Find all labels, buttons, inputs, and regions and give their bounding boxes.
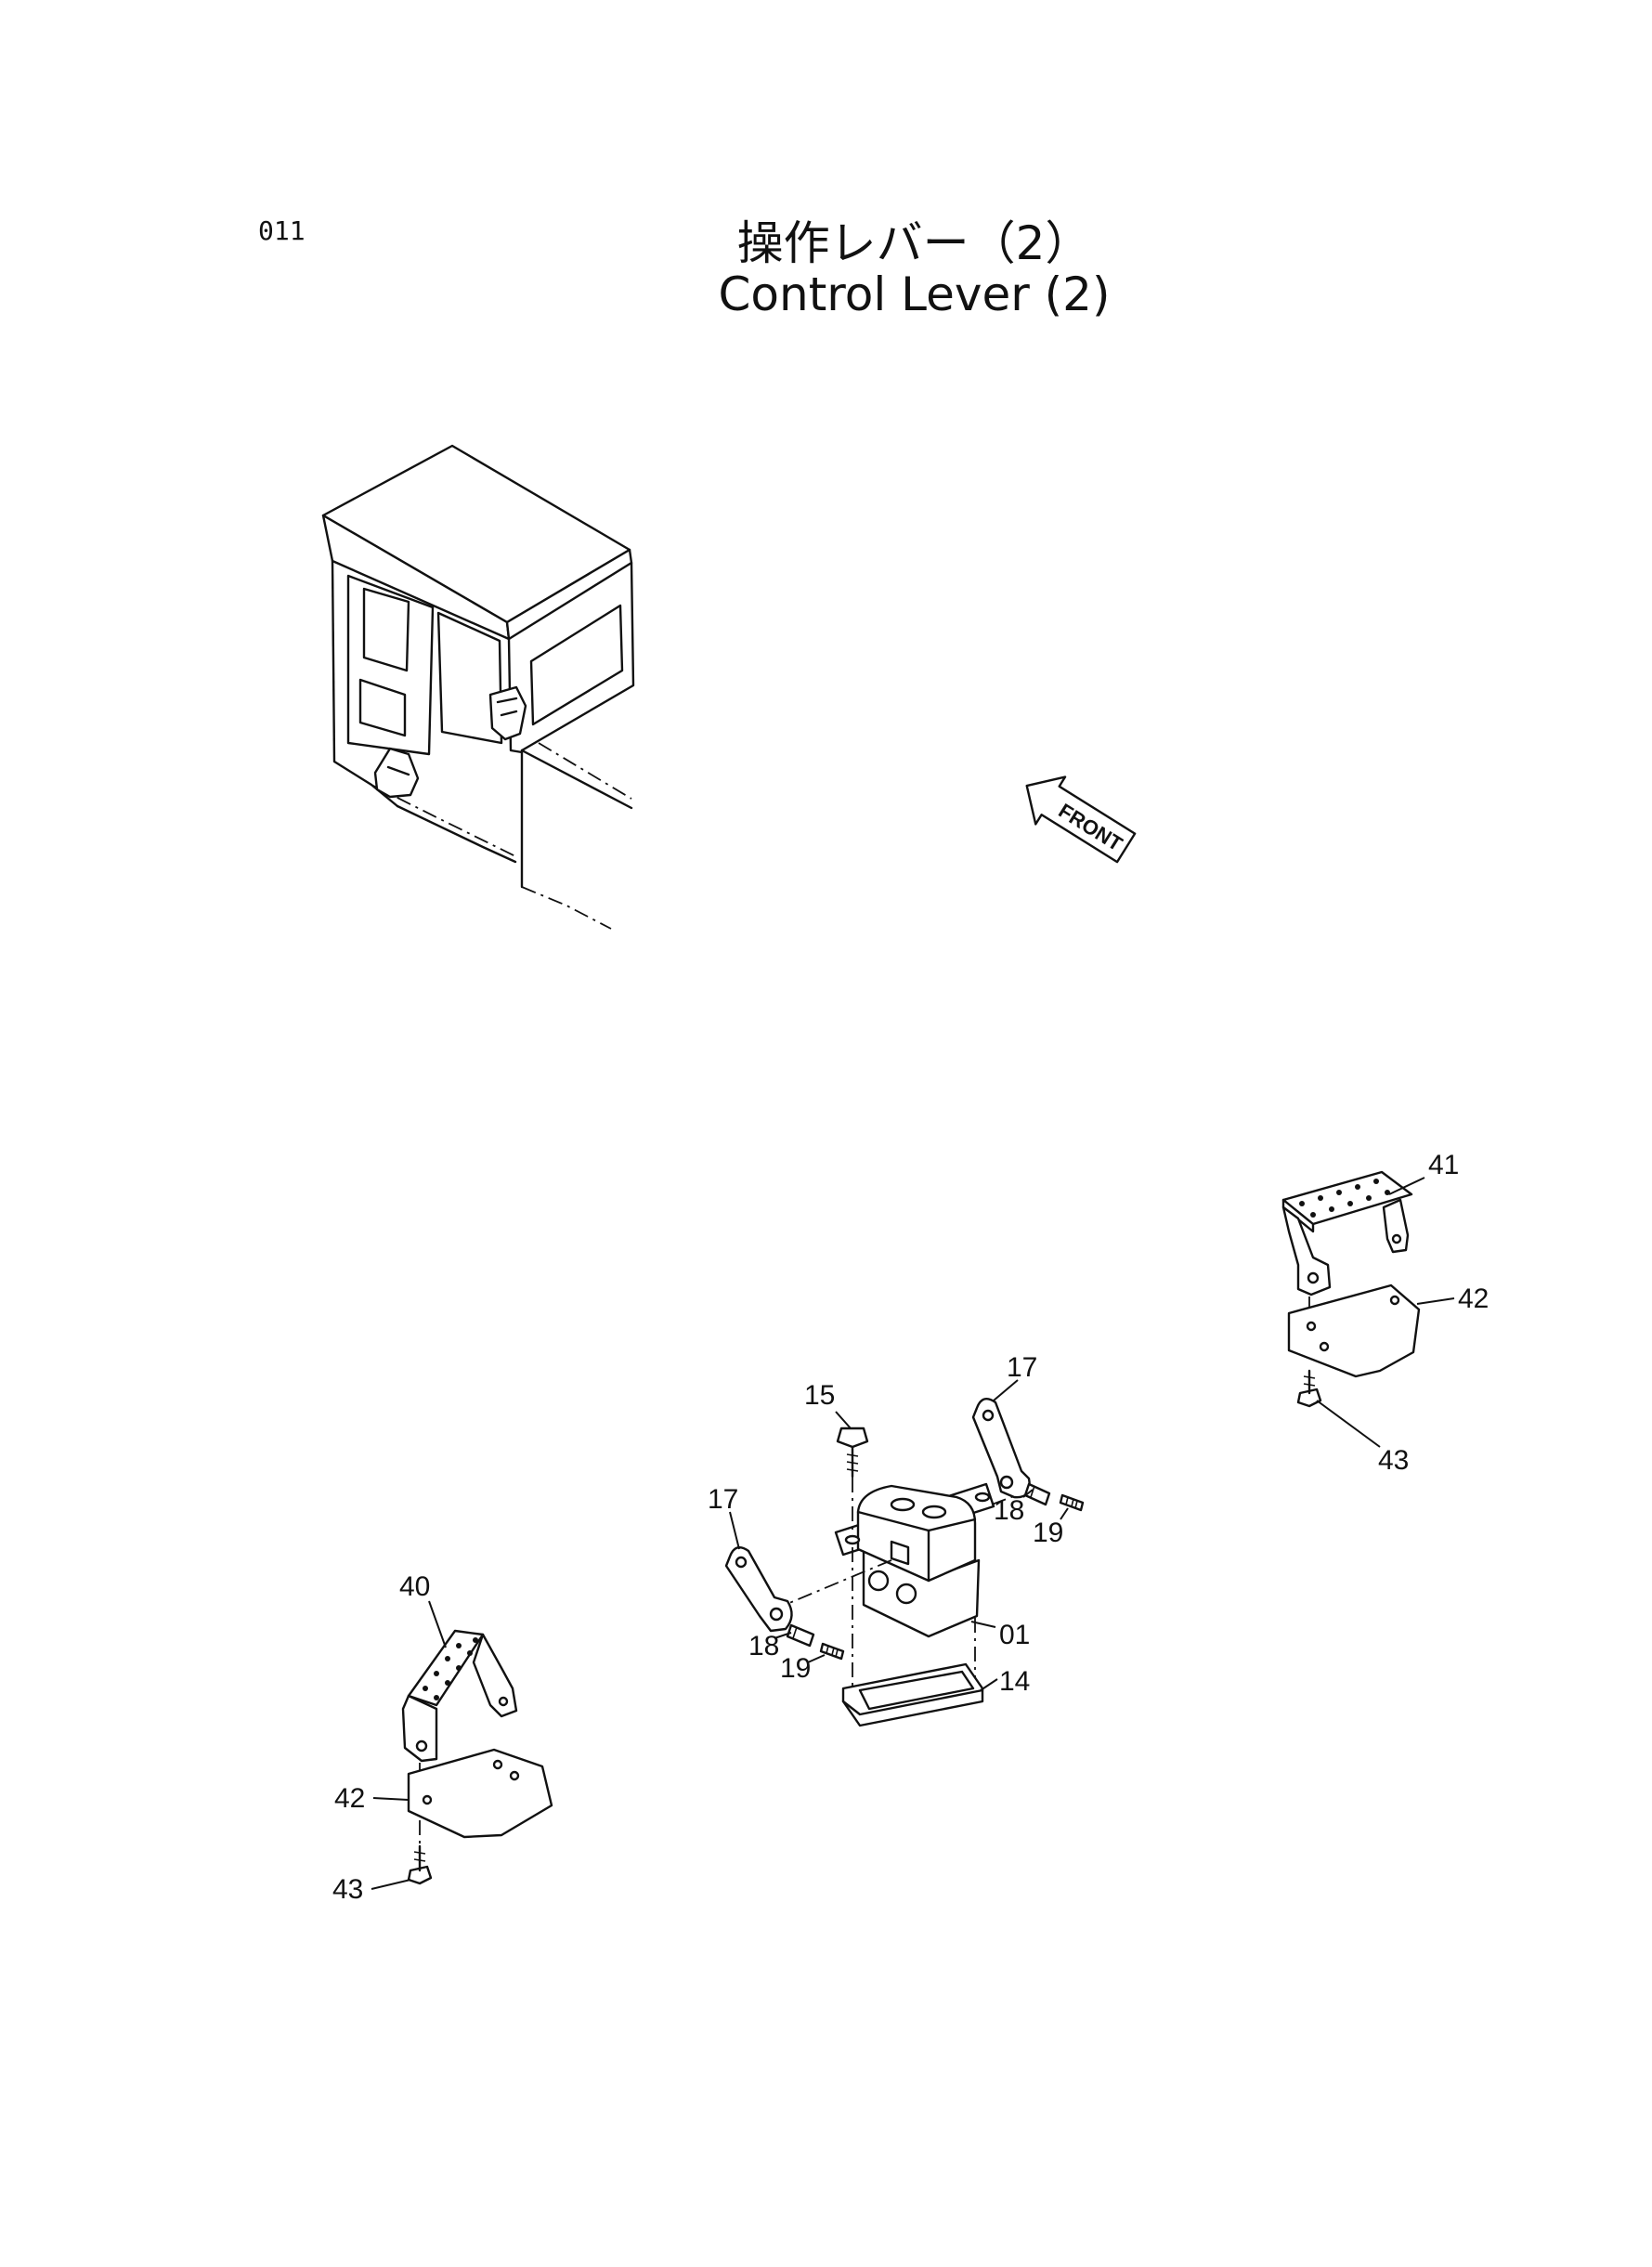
plate-42-left (407, 1748, 553, 1839)
pedal-40 (401, 1629, 518, 1763)
callout-18-right: 18 (994, 1495, 1024, 1526)
callout-19-right: 19 (1033, 1518, 1063, 1548)
gasket-14 (841, 1662, 984, 1727)
bolt-43-left (407, 1844, 433, 1885)
pin-19-right (1059, 1493, 1085, 1512)
callout-01: 01 (999, 1620, 1030, 1650)
lever-17-right (971, 1397, 1031, 1499)
pin-18-right (1023, 1482, 1051, 1506)
callout-40: 40 (399, 1571, 430, 1602)
callout-leaders (371, 1177, 1455, 1890)
lever-17-left (724, 1545, 793, 1633)
operator-cab-illustration (321, 444, 635, 930)
pilot-valve-assembly (834, 1482, 995, 1638)
bolt-43-right (1296, 1369, 1322, 1408)
page-number: 011 (258, 215, 306, 246)
callout-43-left: 43 (332, 1874, 363, 1905)
bolt-15 (836, 1427, 869, 1479)
page-title-english: Control Lever (2) (718, 267, 1111, 321)
page-title-japanese: 操作レバー（2） (736, 216, 1092, 270)
plate-42-right (1287, 1283, 1421, 1378)
callout-17-right: 17 (1007, 1352, 1037, 1383)
callout-17-left: 17 (708, 1484, 738, 1515)
pin-19-left (819, 1642, 845, 1661)
pin-18-left (786, 1623, 815, 1648)
pedal-41-holes (1299, 1179, 1390, 1218)
callout-42-left: 42 (334, 1783, 365, 1814)
callout-41: 41 (1428, 1150, 1459, 1180)
callout-14: 14 (999, 1666, 1030, 1697)
callout-42-right: 42 (1458, 1283, 1489, 1314)
pedal-41 (1281, 1170, 1413, 1296)
front-direction-arrow: FRONT (1025, 775, 1137, 864)
callout-labels: 01 14 15 17 17 18 18 19 19 40 41 42 42 4… (332, 1150, 1489, 1905)
callout-43-right: 43 (1378, 1445, 1409, 1476)
callout-18-left: 18 (748, 1631, 779, 1661)
callout-19-left: 19 (780, 1653, 811, 1684)
pedal-40-holes (423, 1637, 478, 1700)
callout-15: 15 (804, 1380, 835, 1411)
